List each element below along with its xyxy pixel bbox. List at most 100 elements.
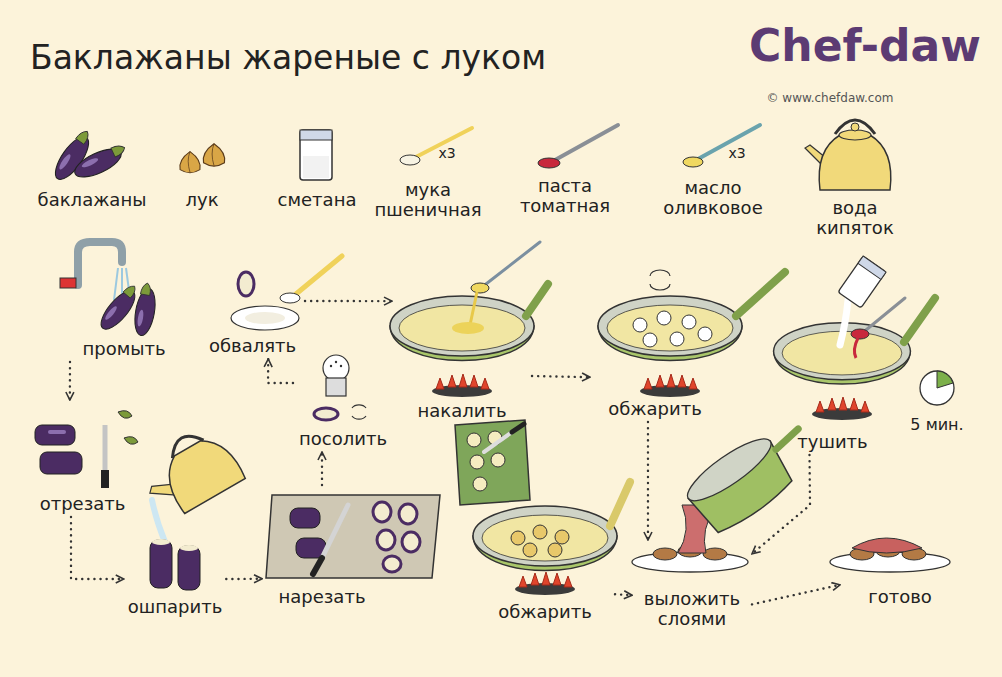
step-node: обжарить bbox=[590, 262, 720, 422]
frying-scene bbox=[643, 333, 657, 347]
oil-spoon bbox=[683, 157, 703, 167]
layering-scene bbox=[703, 548, 727, 560]
frying-scene bbox=[598, 270, 785, 397]
coating-scene bbox=[296, 256, 342, 294]
faucet-scene bbox=[60, 278, 76, 288]
cutting-scene bbox=[35, 425, 75, 445]
sour-cream-icon bbox=[300, 130, 332, 180]
tomato-spoon bbox=[538, 125, 618, 168]
heating-scene bbox=[432, 374, 492, 397]
dotted-connector bbox=[752, 455, 810, 554]
step-label: посолить bbox=[299, 429, 387, 449]
step-label: обвалять bbox=[209, 336, 296, 356]
slicing-scene bbox=[377, 530, 395, 550]
salting-scene bbox=[326, 378, 346, 396]
onion-frying-scene bbox=[610, 482, 630, 526]
onion-frying-scene bbox=[467, 433, 481, 447]
layering-scene bbox=[774, 429, 801, 449]
coating-scene bbox=[280, 293, 300, 303]
dotted-connector bbox=[71, 517, 124, 579]
heating-scene bbox=[526, 284, 548, 316]
stewing-scene bbox=[851, 329, 869, 339]
onion-icon bbox=[203, 144, 224, 166]
dotted-connector bbox=[615, 593, 632, 596]
step-label: тушить bbox=[797, 432, 867, 452]
step-label: обжарить bbox=[498, 602, 592, 622]
stewing-scene bbox=[774, 256, 954, 420]
ingredient-label: мука пшеничная bbox=[372, 180, 484, 220]
salting-scene bbox=[340, 365, 342, 367]
onion-icon bbox=[180, 152, 200, 173]
cutting-scene bbox=[101, 470, 109, 488]
heating-scene bbox=[452, 322, 484, 334]
step-node: нарезать bbox=[262, 485, 382, 610]
heating-scene bbox=[471, 283, 489, 293]
scalding-scene bbox=[166, 429, 204, 458]
stewing-scene bbox=[858, 256, 886, 279]
eggplant-icon bbox=[49, 127, 129, 184]
onion-frying-scene bbox=[455, 420, 630, 595]
coating-scene bbox=[245, 312, 285, 324]
onion-frying-scene bbox=[484, 432, 512, 452]
stewing-scene bbox=[838, 256, 886, 308]
salting-scene bbox=[330, 365, 332, 367]
step-node: промыть bbox=[64, 238, 184, 362]
salting-scene bbox=[335, 361, 337, 363]
frying-scene bbox=[736, 272, 785, 316]
kettle-icon bbox=[851, 123, 859, 131]
slicing-scene bbox=[402, 532, 420, 552]
heating-scene bbox=[390, 296, 534, 361]
dotted-connector bbox=[647, 422, 649, 540]
slicing-scene bbox=[290, 508, 320, 528]
step-node: обжарить bbox=[475, 420, 615, 625]
onion-icon bbox=[180, 144, 225, 173]
cutting-scene bbox=[118, 411, 132, 419]
cutting-scene bbox=[124, 437, 138, 445]
onion-frying-scene bbox=[470, 455, 484, 469]
slicing-scene bbox=[266, 495, 440, 578]
onion-frying-scene bbox=[555, 530, 569, 544]
step-node: ошпарить bbox=[124, 425, 227, 620]
ingredient-label: паста томатная bbox=[510, 176, 620, 216]
time-note: 5 мин. bbox=[910, 416, 963, 434]
onion-frying-scene bbox=[512, 424, 524, 432]
scalding-scene bbox=[152, 539, 170, 545]
slicing-scene bbox=[373, 502, 391, 522]
onion-frying-scene bbox=[548, 543, 562, 557]
salting-scene bbox=[352, 416, 366, 419]
kettle-icon bbox=[819, 135, 891, 190]
onion-frying-scene bbox=[523, 543, 537, 557]
cutting-scene bbox=[48, 430, 66, 434]
faucet-scene bbox=[78, 242, 122, 285]
heating-scene bbox=[486, 242, 540, 284]
frying-scene bbox=[650, 270, 670, 276]
ready-dish bbox=[830, 538, 950, 572]
step-label: промыть bbox=[82, 339, 165, 359]
step-label: отрезать bbox=[40, 494, 126, 514]
stewing-scene bbox=[838, 256, 886, 308]
dotted-connector bbox=[268, 359, 293, 383]
salting-scene bbox=[323, 355, 349, 381]
faucet-scene bbox=[114, 268, 118, 300]
tomato-spoon bbox=[538, 158, 560, 168]
slicing-scene bbox=[322, 505, 348, 558]
frying-scene bbox=[598, 296, 742, 361]
step-label: нарезать bbox=[279, 587, 366, 607]
heating-scene bbox=[470, 292, 477, 325]
ingredient-label: масло оливковое bbox=[651, 178, 775, 218]
eggplant-icon bbox=[71, 141, 130, 183]
cutting-scene bbox=[103, 425, 108, 470]
kettle-icon bbox=[805, 120, 891, 190]
slicing-scene bbox=[399, 504, 417, 524]
onion-frying-scene bbox=[491, 453, 505, 467]
oil-spoon bbox=[683, 125, 760, 167]
ingredient-label: лук bbox=[185, 190, 218, 210]
dotted-connector bbox=[321, 452, 323, 485]
copyright-note: © www.chefdaw.com bbox=[767, 92, 894, 105]
onion-frying-scene bbox=[455, 420, 530, 505]
sour-cream-icon bbox=[300, 130, 332, 140]
stewing-scene bbox=[920, 371, 954, 405]
layering-scene bbox=[680, 430, 778, 510]
dotted-connector bbox=[752, 585, 840, 605]
quantity-mark: x3 bbox=[728, 146, 745, 161]
